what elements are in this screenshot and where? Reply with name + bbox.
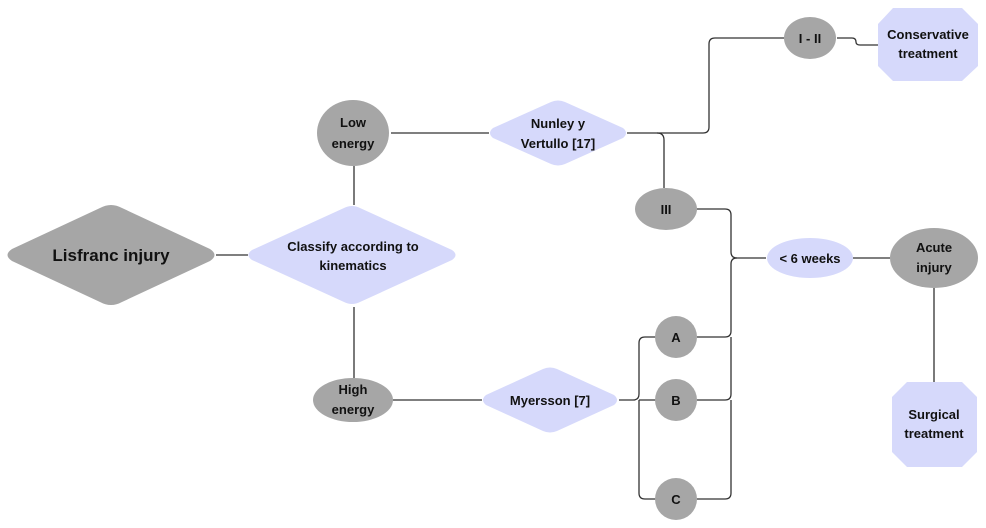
conservative-label-line2: treatment (898, 46, 958, 61)
connector-nunley-grades (627, 37, 784, 134)
node-conservative-treatment[interactable]: Conservative treatment (878, 8, 978, 81)
classify-label-line1: Classify according to (287, 239, 419, 254)
node-low-energy[interactable]: Low energy (317, 100, 389, 166)
connector-b-lt6 (697, 337, 732, 401)
grade-i-ii-shape (784, 17, 836, 59)
node-high-energy[interactable]: High energy (313, 378, 393, 422)
low-energy-shape (317, 100, 389, 166)
low-energy-label-line1: Low (340, 115, 367, 130)
myersson-shape (483, 367, 617, 433)
node-type-c[interactable]: C (655, 478, 697, 520)
acute-injury-label-line1: Acute (916, 240, 952, 255)
node-classify[interactable]: Classify according to kinematics (248, 206, 456, 304)
acute-injury-label-line2: injury (916, 260, 952, 275)
acute-injury-shape (890, 228, 978, 288)
grade-iii-label: III (661, 202, 672, 217)
nunley-label-line1: Nunley y (531, 116, 586, 131)
connector-myersson-abc (619, 336, 656, 500)
classify-shape (248, 206, 456, 304)
surgical-label-line1: Surgical (908, 407, 959, 422)
high-energy-shape (313, 378, 393, 422)
grade-iii-shape (635, 188, 697, 230)
connector-nunley-iii (656, 132, 665, 188)
high-energy-label-line2: energy (332, 402, 375, 417)
low-energy-label-line2: energy (332, 136, 375, 151)
node-grade-iii[interactable]: III (635, 188, 697, 230)
node-myersson[interactable]: Myersson [7] (483, 367, 617, 433)
type-a-shape (655, 316, 697, 358)
node-nunley-vertullo[interactable]: Nunley y Vertullo [17] (490, 100, 626, 166)
lisfranc-label: Lisfranc injury (52, 246, 170, 265)
connector-iii-lt6 (697, 208, 766, 259)
classify-label-line2: kinematics (319, 258, 386, 273)
lt-6-weeks-label: < 6 weeks (779, 251, 840, 266)
node-grade-i-ii[interactable]: I - II (784, 17, 836, 59)
node-lisfranc-injury[interactable]: Lisfranc injury (7, 205, 215, 305)
type-a-label: A (671, 330, 681, 345)
lt-6-weeks-shape (767, 238, 853, 278)
surgical-shape (892, 382, 977, 467)
conservative-label-line1: Conservative (887, 27, 969, 42)
connector-c-lt6 (697, 400, 732, 500)
conservative-shape (878, 8, 978, 81)
type-b-label: B (671, 393, 680, 408)
grade-i-ii-label: I - II (799, 31, 821, 46)
lisfranc-shape (7, 205, 215, 305)
surgical-label-line2: treatment (904, 426, 964, 441)
node-type-b[interactable]: B (655, 379, 697, 421)
nunley-label-line2: Vertullo [17] (521, 136, 595, 151)
node-surgical-treatment[interactable]: Surgical treatment (892, 382, 977, 467)
connector-a-lt6 (697, 257, 738, 338)
connector-i-ii-conservative (837, 37, 878, 46)
connectors (216, 37, 935, 500)
type-c-shape (655, 478, 697, 520)
node-type-a[interactable]: A (655, 316, 697, 358)
node-acute-injury[interactable]: Acute injury (890, 228, 978, 288)
myersson-label: Myersson [7] (510, 393, 590, 408)
type-c-label: C (671, 492, 681, 507)
high-energy-label-line1: High (339, 382, 368, 397)
node-lt-6-weeks[interactable]: < 6 weeks (767, 238, 853, 278)
nunley-shape (490, 100, 626, 166)
type-b-shape (655, 379, 697, 421)
